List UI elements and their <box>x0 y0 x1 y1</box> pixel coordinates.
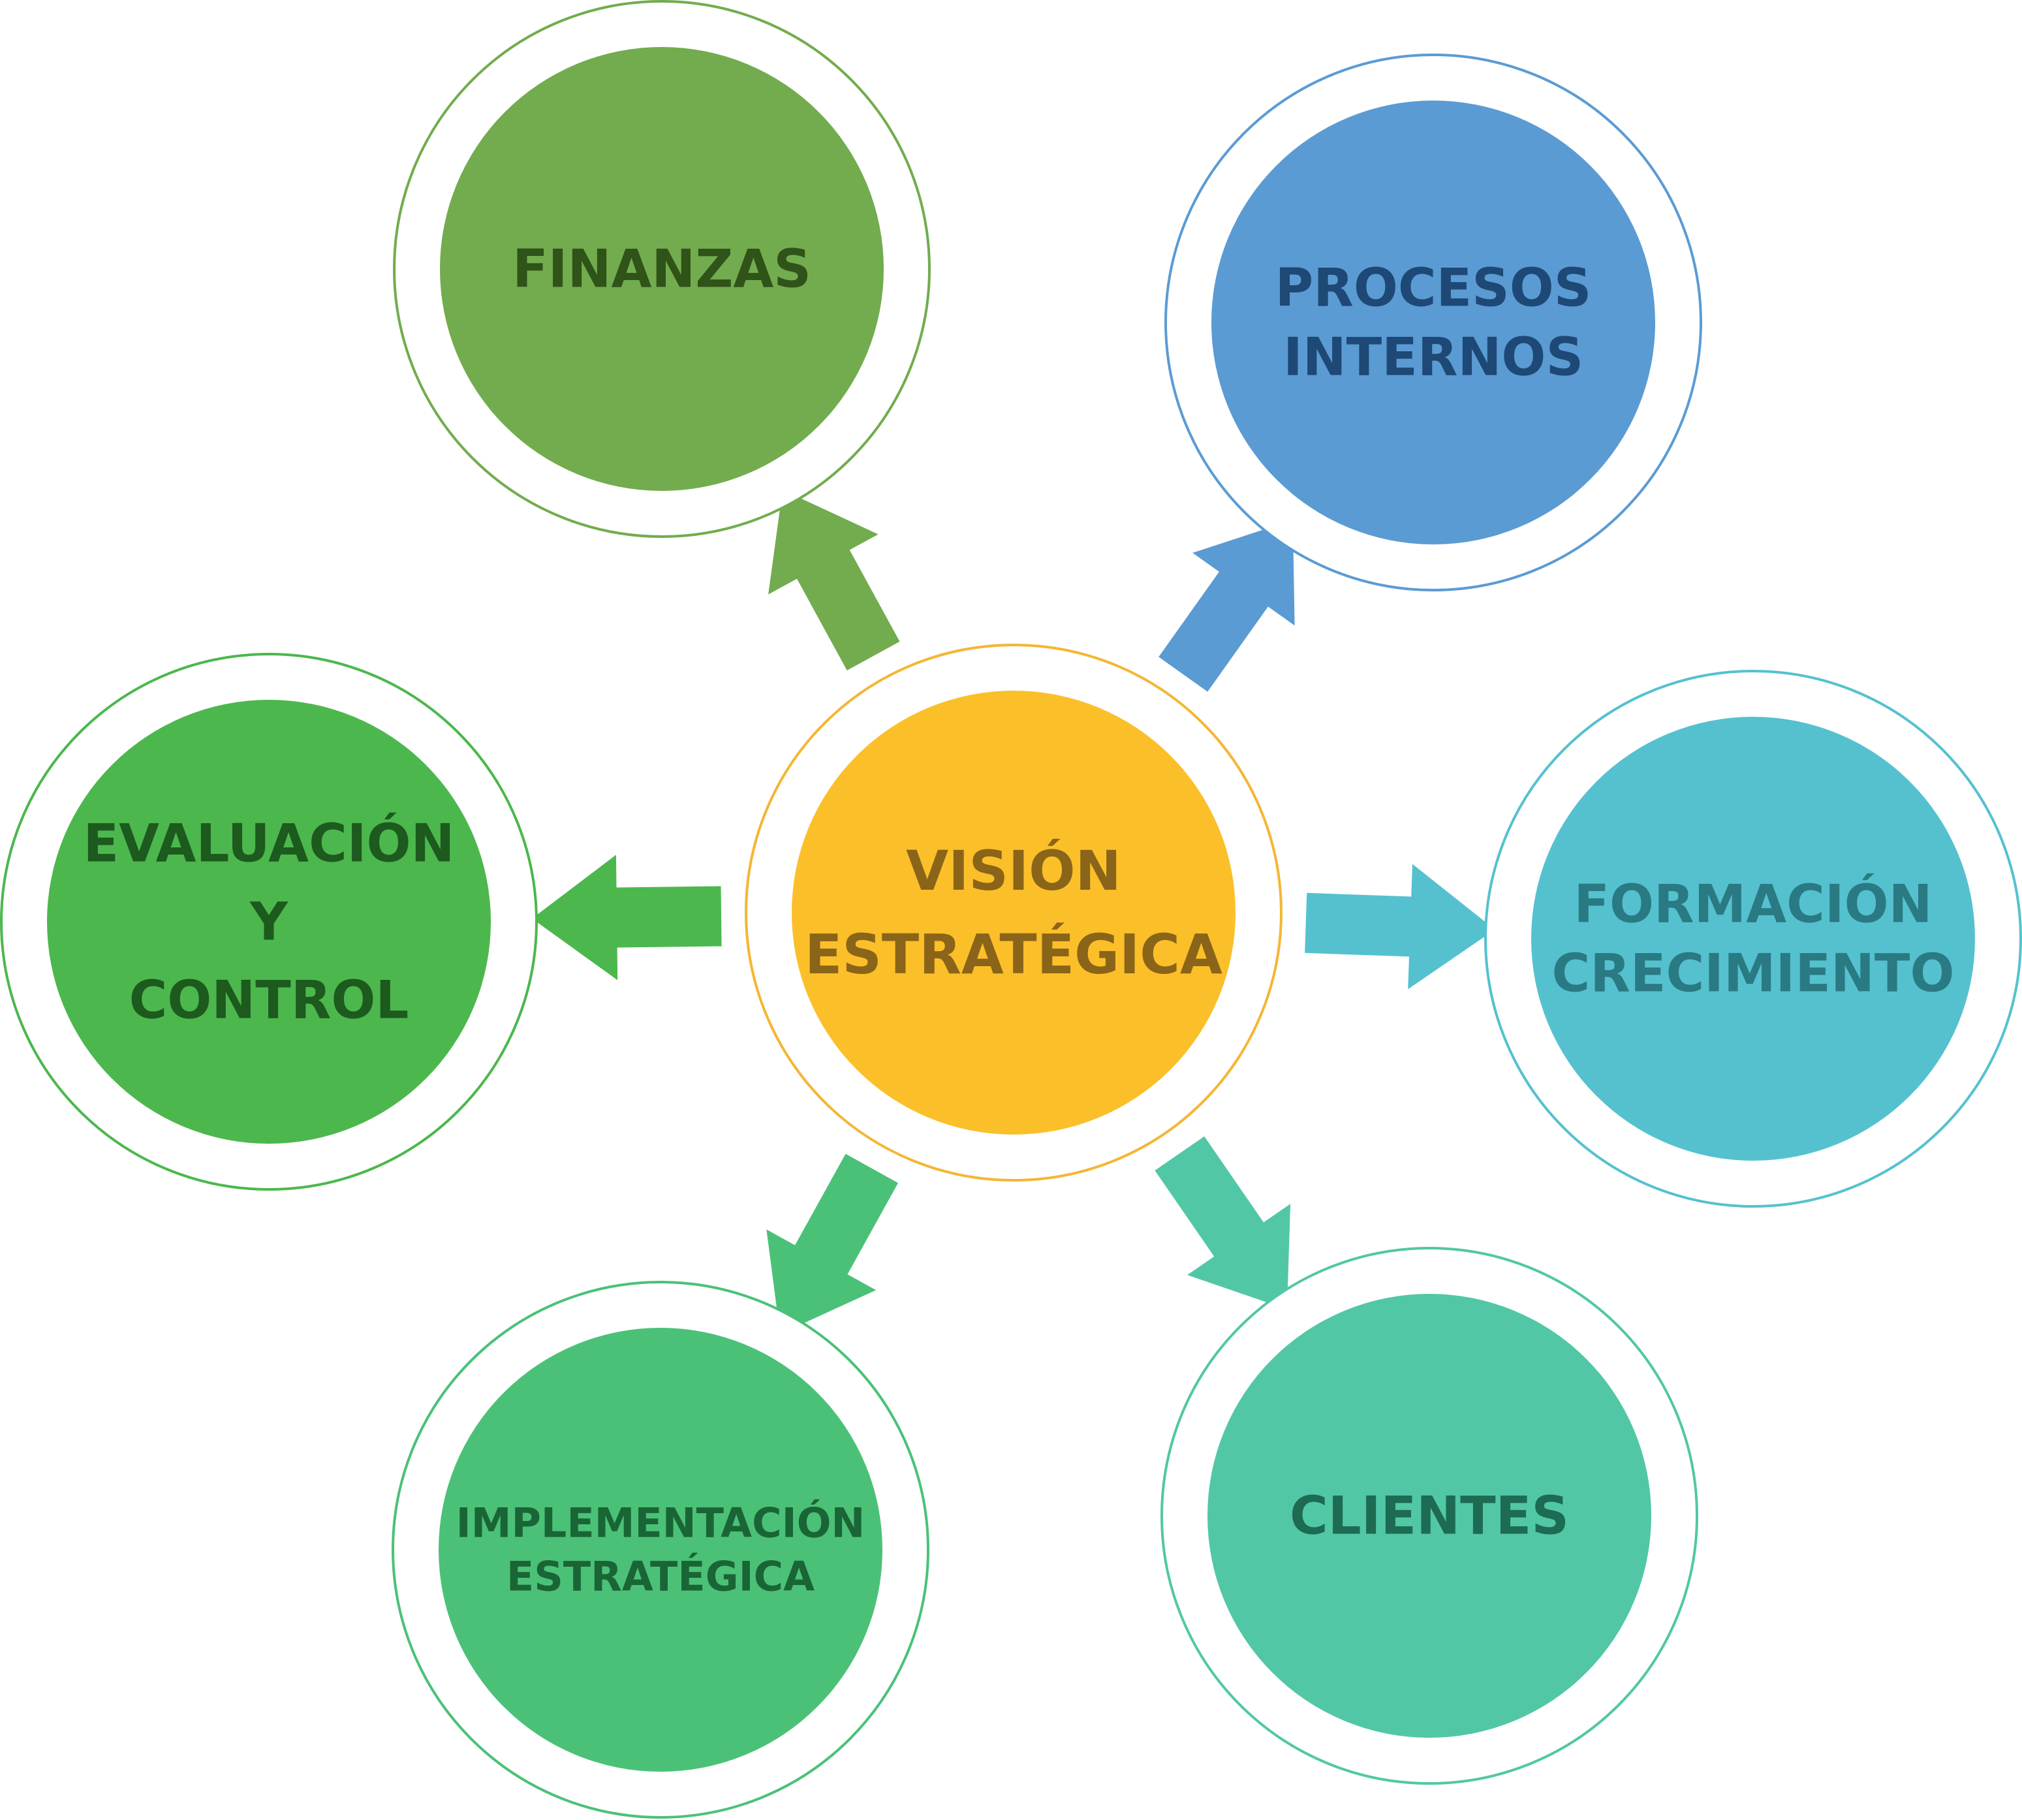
node-label-line: FORMACIÓN <box>1574 873 1932 935</box>
inner-circle <box>1207 1294 1651 1738</box>
node-procesos-internos: PROCESOS INTERNOS <box>1164 54 1702 591</box>
arrow-implementacion-estrategica <box>766 1153 898 1334</box>
inner-circle <box>792 691 1236 1135</box>
node-label-line: FINANZAS <box>512 239 811 300</box>
node-formacion-crecimiento: FORMACIÓN CRECIMIENTO <box>1484 670 2022 1208</box>
inner-circle <box>439 1328 882 1772</box>
node-finanzas: FINANZAS <box>393 0 931 538</box>
arrow-evaluacion-control <box>532 855 722 981</box>
node-clientes: CLIENTES <box>1160 1247 1698 1785</box>
node-label-line: VISIÓN <box>906 839 1121 903</box>
center-node-vision-estrategica: VISIÓN ESTRATÉGICA <box>745 644 1283 1182</box>
node-evaluacion-control: EVALUACIÓN Y CONTROL <box>0 653 538 1191</box>
node-label-line: EVALUACIÓN <box>83 813 454 874</box>
inner-circle <box>47 700 491 1144</box>
node-label-line: IMPLEMENTACIÓN <box>456 1499 865 1547</box>
arrow-clientes <box>1155 1136 1291 1310</box>
inner-circle <box>1531 717 1975 1161</box>
arrow-procesos-internos <box>1159 520 1295 692</box>
node-label-line: CONTROL <box>129 970 409 1031</box>
inner-circle <box>440 47 884 491</box>
node-label-line: PROCESOS <box>1275 258 1592 319</box>
node-label-line: CRECIMIENTO <box>1552 943 1955 1004</box>
inner-circle <box>1211 101 1655 544</box>
node-label-line: ESTRATÉGICA <box>805 922 1222 986</box>
node-label-line: CLIENTES <box>1290 1486 1569 1546</box>
node-implementacion-estrategica: IMPLEMENTACIÓN ESTRATÉGICA <box>392 1281 929 1819</box>
arrow-formacion-crecimiento <box>1305 864 1495 990</box>
node-label-line: ESTRATÉGICA <box>506 1553 815 1601</box>
arrow-finanzas <box>768 490 900 670</box>
node-label-line: Y <box>249 892 288 952</box>
node-label-line: INTERNOS <box>1283 327 1583 388</box>
